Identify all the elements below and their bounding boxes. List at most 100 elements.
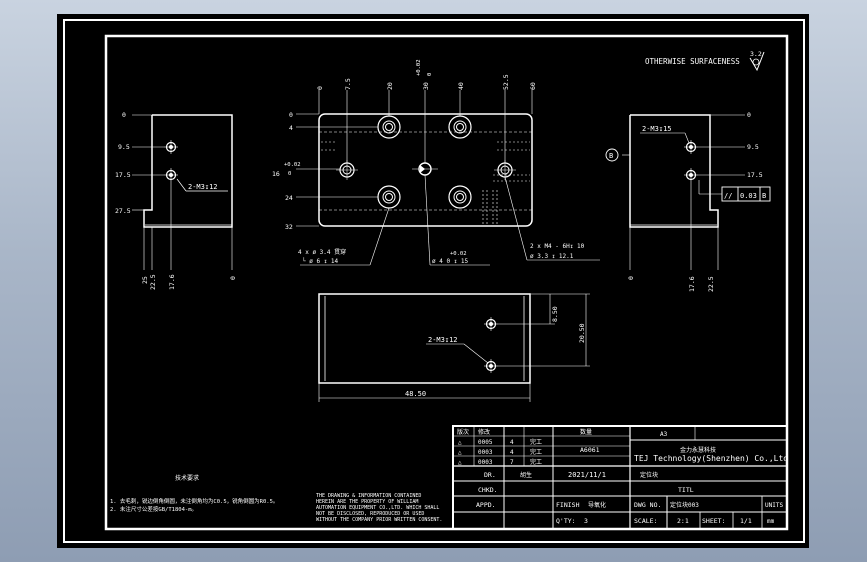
roughness-symbol [749, 51, 765, 72]
left-dim-25: 25 [141, 276, 149, 284]
rev-row-1-qty: 4 [510, 439, 514, 446]
sheet-value: 1/1 [740, 517, 752, 525]
rev-row-2-mark: △ [458, 449, 462, 456]
units-label: UNITS [765, 502, 783, 509]
front-vdim-16: 16 [272, 170, 280, 178]
chkd-label: CHKD. [478, 486, 498, 494]
rev-row-3-note: 完工 [530, 458, 542, 466]
front-vdim-32: 32 [285, 223, 293, 231]
rev-head-2: 修改 [478, 428, 490, 436]
left-side-view [132, 114, 233, 270]
callout-counterbore-2: └ ø 6 ↧ 14 [302, 257, 339, 265]
right-dim-22-5: 22.5 [707, 276, 715, 292]
material: A6061 [580, 446, 600, 454]
left-dim-0: 0 [122, 111, 126, 119]
finish-value: 导氧化 [588, 501, 606, 509]
confidential-line-3: AUTOMATION EQUIPMENT CO.,LTD. WHICH SHAL… [316, 505, 439, 511]
dr-value: 胡生 [520, 471, 532, 479]
front-vdim-4: 4 [289, 124, 293, 132]
cad-drawing: OTHERWISE SURFACENESS 3.2 0 9.5 17.5 27.… [63, 19, 805, 543]
company-en: TEJ Technology(Shenzhen) Co.,Ltd [634, 454, 788, 463]
rev-row-3-mark: △ [458, 459, 462, 466]
right-side-view [605, 114, 771, 270]
front-vdim-24: 24 [285, 194, 293, 202]
left-dim-27-5: 27.5 [115, 207, 131, 215]
front-dim-40: 40 [457, 82, 465, 90]
company-cn: 金力永慧科技 [680, 446, 716, 454]
front-top-tolerance: +0.02 [416, 59, 422, 76]
callout-pin: ø 4 0 ↧ 15 [432, 258, 469, 265]
callout-thread-2: ø 3.3 ↧ 12.1 [530, 253, 574, 260]
front-dim-60: 60 [529, 82, 537, 90]
right-dim-17-5: 17.5 [747, 171, 763, 179]
front-dim-0: 0 [316, 86, 324, 90]
confidential-line-2: HEREIN ARE THE PROPERTY OF WILLIAM [316, 499, 418, 505]
bottom-dim-h1: 8.50 [551, 306, 559, 322]
front-dim-7-5: 7.5 [344, 78, 352, 90]
front-vdim-0: 0 [289, 111, 293, 119]
rev-row-1-note: 完工 [530, 438, 542, 446]
rev-head-1: 版次 [457, 428, 469, 436]
right-dim-9-5: 9.5 [747, 143, 759, 151]
appd-label: APPD. [476, 501, 496, 509]
datum-b-label: B [609, 152, 613, 160]
scale-value: 2:1 [677, 517, 689, 525]
sheet-label: SHEET: [702, 517, 725, 525]
callout-pin-tol: +0.02 [450, 251, 467, 257]
title-value: 定位块 [640, 471, 658, 479]
notes-line-1: 1. 去毛刺，锐边倒角倒圆，未注倒角均为C0.5，锐角倒圆为R0.5。 [110, 497, 278, 505]
units-value: mm [767, 518, 775, 525]
front-dim-20: 20 [386, 82, 394, 90]
bottom-view [318, 293, 590, 402]
callout-thread-1: 2 x M4 - 6H↧ 10 [530, 243, 585, 250]
bottom-dim-h2: 20.50 [578, 323, 586, 343]
fcf-parallel-symbol: // [724, 192, 732, 200]
fcf-datum: B [762, 192, 766, 200]
drawing-sheet: OTHERWISE SURFACENESS 3.2 0 9.5 17.5 27.… [57, 14, 809, 548]
bottom-dim-width: 48.50 [405, 390, 426, 398]
right-dim-17-6: 17.6 [688, 276, 696, 292]
rev-row-1-mark: △ [458, 439, 462, 446]
dwg-label: DWG NO. [634, 501, 661, 509]
confidential-line-4: NOT BE DISCLOSED, REPRODUCED OR USED [316, 511, 424, 517]
left-dim-17-5: 17.5 [115, 171, 131, 179]
confidential-line-1: THE DRAWING & INFORMATION CONTAINED [316, 493, 421, 499]
roughness-circle [752, 58, 760, 66]
rev-row-3-no: 0003 [478, 459, 493, 466]
bottom-callout: 2-M3↧12 [428, 336, 458, 344]
title-block [452, 425, 788, 530]
front-vdim-tol-zero: 0 [288, 171, 291, 177]
rev-row-2-no: 0003 [478, 449, 493, 456]
right-dim-0h: 0 [627, 276, 635, 280]
left-dim-17-6: 17.6 [168, 274, 176, 290]
dr-label: DR. [484, 471, 496, 479]
confidential-line-5: WITHOUT THE COMPANY PRIOR WRITTEN CONSEN… [316, 517, 442, 523]
outer-frame [63, 19, 805, 543]
right-dim-0: 0 [747, 111, 751, 119]
notes-line-2: 2. 未注尺寸公差按GB/T1804-m。 [110, 505, 197, 513]
front-top-view [296, 90, 600, 266]
left-dim-0h: 0 [229, 276, 237, 280]
rev-row-2-note: 完工 [530, 448, 542, 456]
notes-title: 技术要求 [175, 474, 199, 482]
rev-row-2-qty: 4 [510, 449, 514, 456]
date: 2021/11/1 [568, 471, 606, 479]
right-callout: 2-M3↧15 [642, 125, 672, 133]
left-callout: 2-M3↧12 [188, 183, 218, 191]
front-dim-52-5: 52.5 [502, 74, 510, 90]
dwg-value: 定位块003 [670, 501, 699, 509]
front-top-tolerance-zero: 0 [427, 73, 433, 76]
front-vdim-tol-plus: +0.02 [284, 162, 301, 168]
qty-label: Q'TY: [556, 517, 576, 525]
surface-note: OTHERWISE SURFACENESS [645, 57, 740, 66]
front-dim-30: 30 [422, 82, 430, 90]
left-dim-9-5: 9.5 [118, 143, 130, 151]
callout-counterbore-1: 4 x ø 3.4 贯穿 [298, 248, 346, 256]
inner-frame [104, 34, 789, 531]
rev-row-1-no: 0005 [478, 439, 493, 446]
qty-value: 3 [584, 517, 588, 525]
left-dim-22-5: 22.5 [149, 274, 157, 290]
surface-value: 3.2 [750, 50, 762, 58]
header-mark: 数量 [580, 428, 592, 436]
finish-label: FINISH [556, 501, 580, 509]
